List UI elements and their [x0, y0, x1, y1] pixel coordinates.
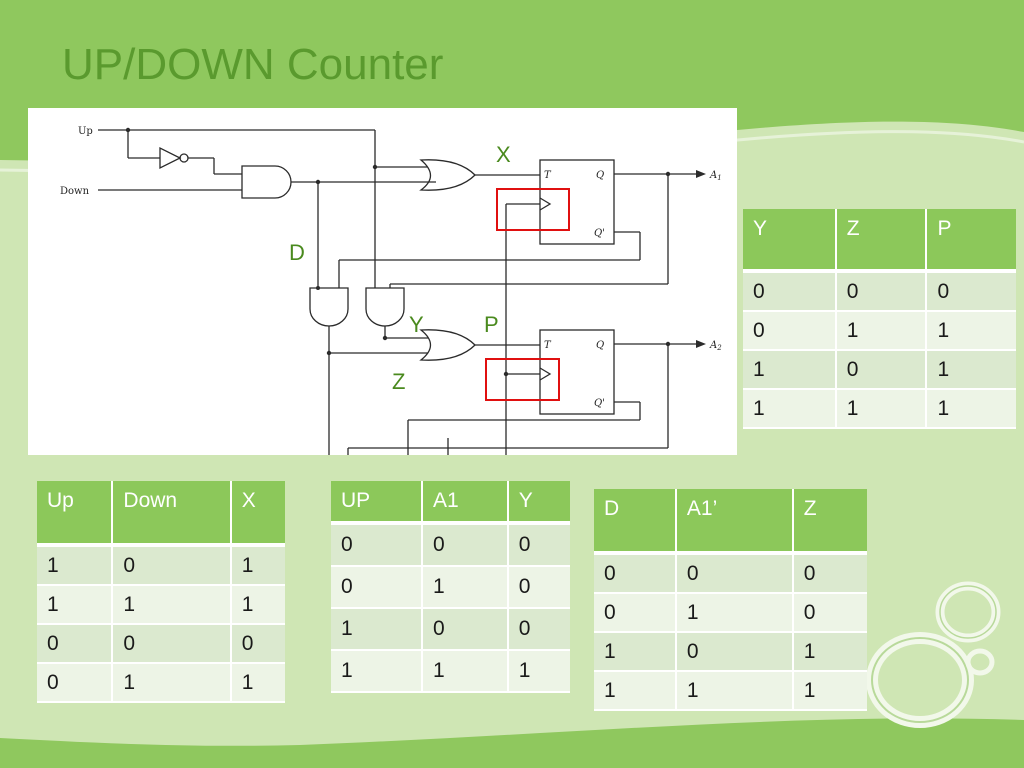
- down-input-label: Down: [60, 186, 90, 197]
- ff2-q-label: Q: [596, 340, 604, 351]
- table-header: Y: [743, 209, 837, 273]
- table-header: Up: [37, 481, 114, 547]
- table-header: Y: [508, 481, 570, 525]
- ff1-qn-label: Q': [594, 228, 605, 239]
- table-header: Z: [793, 489, 867, 555]
- table-header: A1: [423, 481, 509, 525]
- table-header: X: [231, 481, 285, 547]
- annotation-p: P: [484, 312, 499, 337]
- table-header: D: [594, 489, 677, 555]
- annotation-y: Y: [409, 312, 424, 337]
- ff2-qn-label: Q': [594, 398, 605, 409]
- table-header: UP: [331, 481, 424, 525]
- clock-highlight-box-2: [485, 358, 560, 401]
- table-header: A1’: [676, 489, 794, 555]
- table-header: Down: [113, 481, 232, 547]
- table-header: Z: [836, 209, 928, 273]
- annotation-z: Z: [392, 369, 406, 394]
- annotation-d: D: [289, 240, 305, 265]
- output-a2-label: A2: [709, 340, 722, 352]
- ff2-t-label: T: [544, 340, 552, 351]
- ff1-t-label: T: [544, 170, 552, 181]
- clock-highlight-box-1: [496, 188, 570, 231]
- ring-decoration-icon: [866, 581, 1001, 728]
- annotation-x: X: [496, 142, 511, 167]
- up-input-label: Up: [78, 126, 93, 137]
- table-header: P: [927, 209, 1016, 273]
- ff1-q-label: Q: [596, 170, 604, 181]
- output-a1-label: A1: [709, 170, 722, 182]
- circuit-diagram: Up Down T Q Q' T Q Q' A1 A2: [28, 108, 737, 455]
- slide-title: UP/DOWN Counter: [62, 40, 444, 89]
